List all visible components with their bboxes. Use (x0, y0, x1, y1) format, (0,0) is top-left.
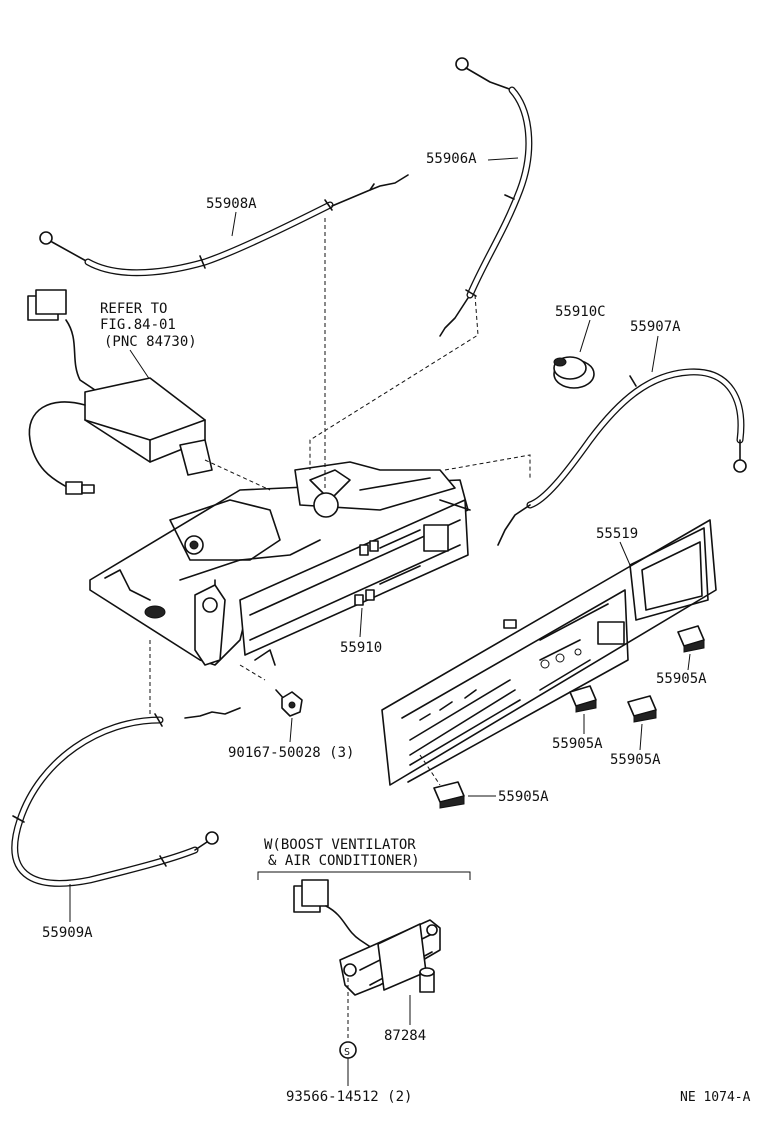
refer-to-line3: (PNC 84730) (104, 334, 197, 350)
heater-control-assembly (89, 461, 471, 666)
label-55905a-mid: 55905A (552, 736, 603, 752)
label-55519: 55519 (596, 526, 638, 542)
cable-55907a (497, 368, 747, 546)
label-87284: 87284 (384, 1028, 426, 1044)
knob-55905a-bottom (433, 781, 465, 809)
screw-90167 (275, 689, 303, 717)
blower-resistor-unit (27, 289, 213, 495)
refer-to-line2: FIG.84-01 (100, 317, 176, 333)
clip-93566: S (339, 1041, 357, 1059)
knob-55905a-right (677, 625, 705, 653)
knob-55905a-right2 (627, 695, 657, 723)
label-55907a: 55907A (630, 319, 681, 335)
variant-line2: & AIR CONDITIONER) (268, 853, 420, 869)
label-55909a: 55909A (42, 925, 93, 941)
cable-55909a (11, 707, 241, 887)
cable-55906a (439, 57, 533, 337)
refer-to-line1: REFER TO (100, 301, 167, 317)
label-55906a: 55906A (426, 151, 477, 167)
label-55905a-right: 55905A (656, 671, 707, 687)
figure-id: NE 1074-A (680, 1090, 751, 1105)
cable-55908a (39, 174, 409, 277)
label-clip: 93566-14512 (2) (286, 1089, 412, 1105)
svg-text:S: S (344, 1047, 350, 1058)
cap-55910c (553, 356, 595, 389)
label-55910c: 55910C (555, 304, 606, 320)
label-55910: 55910 (340, 640, 382, 656)
label-screw: 90167-50028 (3) (228, 745, 354, 761)
variant-line1: W(BOOST VENTILATOR (264, 837, 416, 853)
label-55905a-bottom: 55905A (498, 789, 549, 805)
label-55905a-right2: 55905A (610, 752, 661, 768)
control-panel-55519 (381, 519, 717, 786)
knob-55905a-mid (569, 685, 597, 713)
label-55908a: 55908A (206, 196, 257, 212)
switch-87284 (293, 879, 441, 996)
